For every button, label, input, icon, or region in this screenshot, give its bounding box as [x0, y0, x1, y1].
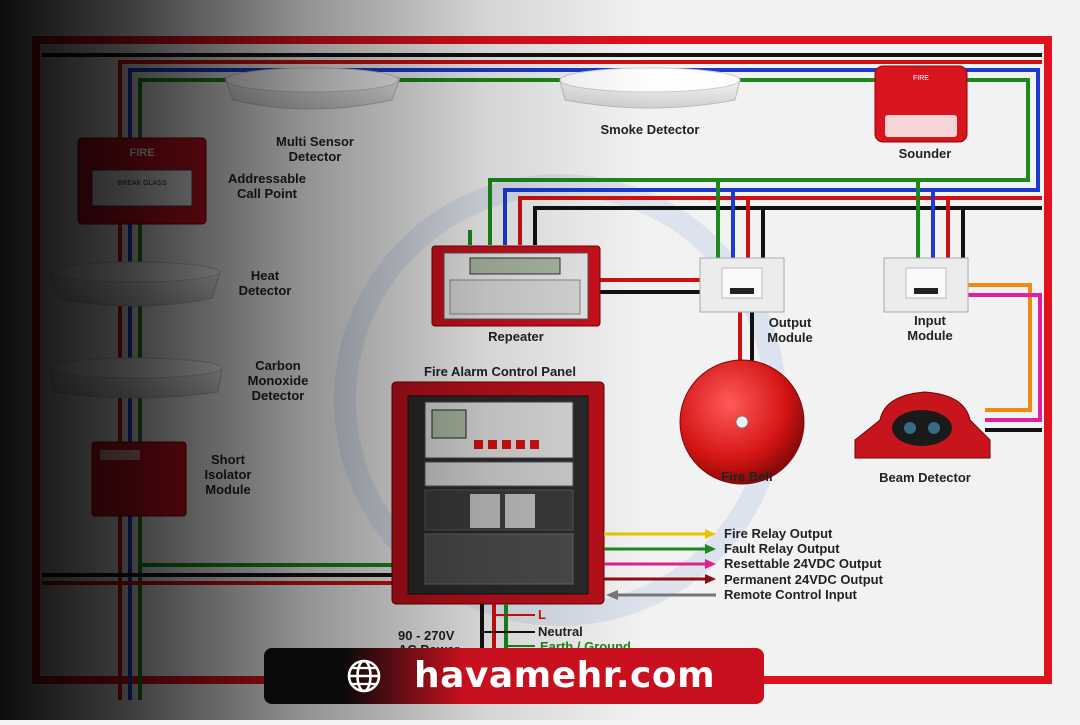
- label-smoke-detector: Smoke Detector: [600, 122, 700, 137]
- isolator-module: [91, 441, 187, 517]
- repeater-panel: [431, 245, 601, 327]
- label-output-module: Output Module: [745, 315, 835, 345]
- label-control-panel: Fire Alarm Control Panel: [424, 364, 576, 379]
- call-point-fire-text: FIRE: [129, 147, 154, 159]
- label-call-point-text: Addressable Call Point: [227, 171, 307, 201]
- sounder-fire-text: FIRE: [913, 75, 929, 82]
- label-multi-sensor: Multi Sensor Detector: [250, 134, 380, 164]
- label-output-module-text: Output Module: [767, 315, 813, 345]
- label-multi-sensor-text: Multi Sensor Detector: [275, 134, 354, 164]
- power-voltage-label: 90 - 270V: [398, 628, 455, 643]
- output-label-fire-relay: Fire Relay Output: [724, 526, 833, 541]
- label-input-module-text: Input Module: [907, 313, 953, 343]
- label-input-module: Input Module: [885, 313, 975, 343]
- label-isolator-text: Short Isolator Module: [204, 452, 252, 497]
- power-neutral-label: Neutral: [538, 624, 583, 639]
- globe-icon: [347, 659, 381, 693]
- output-module: [699, 257, 785, 313]
- output-label-fault-relay: Fault Relay Output: [724, 541, 840, 556]
- multi-sensor-detector: [224, 67, 401, 110]
- label-call-point: Addressable Call Point: [212, 171, 322, 201]
- label-repeater: Repeater: [488, 329, 544, 344]
- heat-detector: [49, 261, 221, 307]
- smoke-detector: [559, 67, 741, 109]
- output-label-permanent: Permanent 24VDC Output: [724, 572, 883, 587]
- output-label-remote-input: Remote Control Input: [724, 587, 857, 602]
- label-heat-detector: Heat Detector: [220, 268, 310, 298]
- power-l-label: L: [538, 607, 546, 622]
- label-isolator: Short Isolator Module: [188, 452, 268, 497]
- label-sounder: Sounder: [898, 146, 952, 161]
- sounder: FIRE: [874, 65, 968, 143]
- input-module: [883, 257, 969, 313]
- label-heat-detector-text: Heat Detector: [238, 268, 292, 298]
- output-label-resettable: Resettable 24VDC Output: [724, 556, 882, 571]
- control-panel: [391, 381, 605, 605]
- fire-bell: [679, 359, 805, 485]
- label-co-detector: Carbon Monoxide Detector: [228, 358, 328, 403]
- label-fire-bell: Fire Bell: [721, 469, 773, 484]
- call-point-glass-text: BREAK GLASS: [117, 180, 166, 187]
- co-detector: [49, 357, 223, 399]
- label-co-detector-text: Carbon Monoxide Detector: [247, 358, 309, 403]
- watermark-bar: havamehr.com: [264, 648, 764, 704]
- label-beam-detector: Beam Detector: [879, 470, 971, 485]
- call-point: FIRE BREAK GLASS: [77, 137, 207, 225]
- site-url[interactable]: havamehr.com: [414, 655, 716, 696]
